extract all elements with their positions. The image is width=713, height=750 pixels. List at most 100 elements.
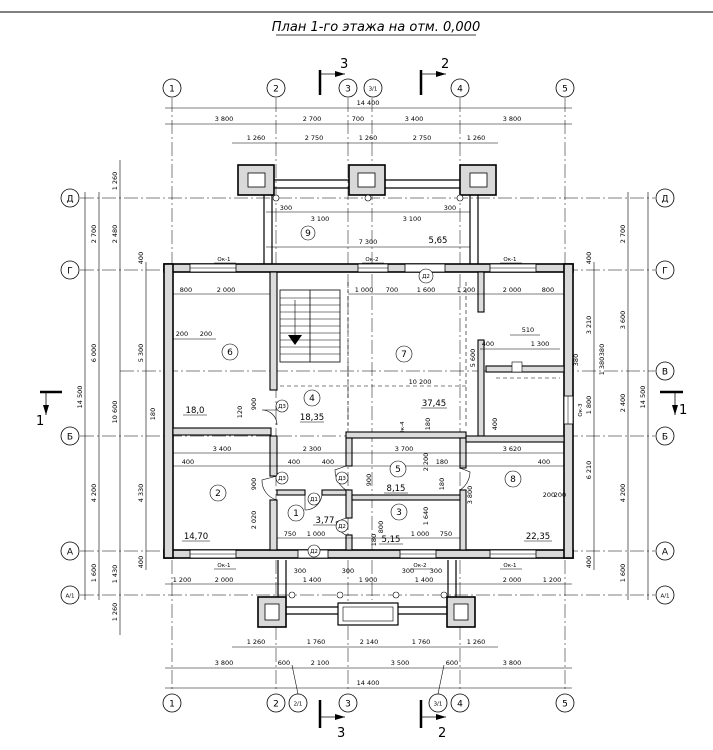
svg-text:Д2: Д2 — [422, 274, 430, 280]
inner-dimensions: 800 2 000 1 000 700 1 600 1 200 2 000 80… — [165, 286, 580, 585]
svg-text:10 200: 10 200 — [409, 378, 432, 386]
svg-text:400: 400 — [322, 458, 334, 466]
svg-text:700: 700 — [352, 115, 364, 123]
svg-text:400: 400 — [491, 418, 499, 430]
terrace-bottom: 300 300 300 300 — [257, 560, 476, 628]
svg-text:5,15: 5,15 — [382, 535, 401, 545]
svg-text:1 760: 1 760 — [412, 638, 431, 646]
svg-text:800: 800 — [180, 286, 192, 294]
svg-text:1 200: 1 200 — [543, 576, 562, 584]
svg-text:2 200: 2 200 — [422, 453, 430, 472]
room-labels: 6 18,0 4 18,35 7 37,45 2 14,70 1 3,77 5 … — [182, 343, 552, 545]
svg-text:В: В — [662, 368, 668, 378]
svg-text:Д1: Д1 — [310, 497, 318, 503]
drawing-title: План 1-го этажа на отм. 0,000 — [272, 20, 480, 35]
svg-text:3 800: 3 800 — [503, 659, 522, 667]
svg-text:2 300: 2 300 — [303, 445, 322, 453]
staircase — [279, 289, 341, 363]
svg-text:4 200: 4 200 — [619, 484, 627, 503]
svg-text:3: 3 — [345, 700, 351, 710]
svg-text:1 260: 1 260 — [247, 638, 266, 646]
svg-text:300: 300 — [430, 567, 442, 575]
svg-text:300: 300 — [280, 204, 292, 212]
svg-text:380: 380 — [598, 344, 606, 356]
left-dimension-lines: 14 500 2 700 6 000 4 200 1 600 1 260 2 4… — [76, 160, 157, 635]
svg-text:400: 400 — [538, 458, 550, 466]
svg-text:5: 5 — [395, 465, 401, 475]
svg-text:2 000: 2 000 — [217, 286, 236, 294]
svg-text:Ок-1: Ок-1 — [217, 563, 230, 569]
svg-text:2 000: 2 000 — [503, 286, 522, 294]
svg-text:14 400: 14 400 — [357, 679, 380, 687]
svg-text:1 200: 1 200 — [457, 286, 476, 294]
svg-text:3,77: 3,77 — [316, 516, 335, 526]
svg-text:400: 400 — [182, 458, 194, 466]
svg-text:Д2: Д2 — [310, 549, 318, 555]
axis-bubbles-right: Д Г В Б А А/1 — [655, 188, 675, 605]
svg-text:1 300: 1 300 — [531, 340, 550, 348]
svg-text:Д3: Д3 — [278, 404, 286, 410]
svg-text:2: 2 — [273, 700, 279, 710]
svg-text:400: 400 — [585, 556, 593, 568]
svg-text:1 400: 1 400 — [415, 576, 434, 584]
svg-text:180: 180 — [436, 458, 448, 466]
svg-text:6 000: 6 000 — [90, 344, 98, 363]
svg-text:3/1: 3/1 — [369, 87, 378, 93]
svg-text:7 300: 7 300 — [359, 238, 378, 246]
axis-bubbles-bottom: 1 2 2/1 3 3/1 4 5 — [162, 664, 575, 713]
interior-walls — [172, 271, 565, 551]
svg-text:14 400: 14 400 — [357, 99, 380, 107]
svg-text:4: 4 — [457, 85, 463, 95]
svg-text:5 600: 5 600 — [469, 349, 477, 368]
svg-text:1 760: 1 760 — [307, 638, 326, 646]
svg-text:200: 200 — [554, 491, 566, 499]
svg-text:2 700: 2 700 — [90, 225, 98, 244]
svg-text:Ок-4: Ок-4 — [400, 421, 406, 435]
svg-text:14 500: 14 500 — [639, 386, 647, 409]
svg-text:1 260: 1 260 — [359, 134, 378, 142]
svg-text:180: 180 — [370, 534, 378, 546]
svg-text:1 600: 1 600 — [90, 564, 98, 583]
bottom-dimension-lines: 1 260 1 760 2 140 1 760 1 260 3 800 600 … — [165, 638, 572, 689]
svg-text:1 600: 1 600 — [619, 564, 627, 583]
svg-text:18,0: 18,0 — [186, 406, 205, 416]
svg-text:7: 7 — [401, 350, 407, 360]
svg-text:3 800: 3 800 — [503, 115, 522, 123]
svg-text:510: 510 — [522, 326, 534, 334]
dashed-guides — [280, 282, 560, 428]
svg-text:1 800: 1 800 — [585, 396, 593, 415]
svg-text:3 800: 3 800 — [215, 115, 234, 123]
svg-text:1 640: 1 640 — [422, 507, 430, 526]
svg-text:900: 900 — [250, 478, 258, 490]
svg-text:1 380: 1 380 — [598, 357, 606, 376]
svg-text:1 000: 1 000 — [307, 530, 326, 538]
svg-text:2 020: 2 020 — [250, 511, 258, 530]
svg-text:Ок-1: Ок-1 — [503, 563, 516, 569]
svg-text:900: 900 — [365, 474, 373, 486]
svg-text:2 750: 2 750 — [305, 134, 324, 142]
svg-text:400: 400 — [137, 556, 145, 568]
svg-text:6: 6 — [227, 348, 233, 358]
svg-text:4 200: 4 200 — [90, 484, 98, 503]
svg-text:2 700: 2 700 — [303, 115, 322, 123]
top-dimension-lines: 14 400 3 800 2 700 700 3 400 3 800 1 260… — [165, 99, 572, 144]
svg-text:300: 300 — [444, 204, 456, 212]
svg-text:600: 600 — [278, 659, 290, 667]
svg-text:5,65: 5,65 — [429, 236, 448, 246]
svg-text:2 480: 2 480 — [111, 225, 119, 244]
svg-text:3 500: 3 500 — [391, 659, 410, 667]
door-labels: Д2 Д1 Д3 Д3 Д3 Д2 Д2 — [275, 268, 434, 558]
svg-text:Д3: Д3 — [278, 476, 286, 482]
svg-text:А: А — [67, 548, 74, 558]
svg-text:200: 200 — [543, 491, 555, 499]
svg-text:14 500: 14 500 — [76, 386, 84, 409]
svg-text:8,15: 8,15 — [387, 484, 406, 494]
svg-text:Д: Д — [661, 195, 668, 205]
svg-text:2 100: 2 100 — [311, 659, 330, 667]
svg-text:180: 180 — [424, 418, 432, 430]
svg-text:3: 3 — [345, 85, 351, 95]
svg-text:3: 3 — [340, 57, 348, 72]
svg-text:700: 700 — [386, 286, 398, 294]
svg-text:4 330: 4 330 — [137, 484, 145, 503]
